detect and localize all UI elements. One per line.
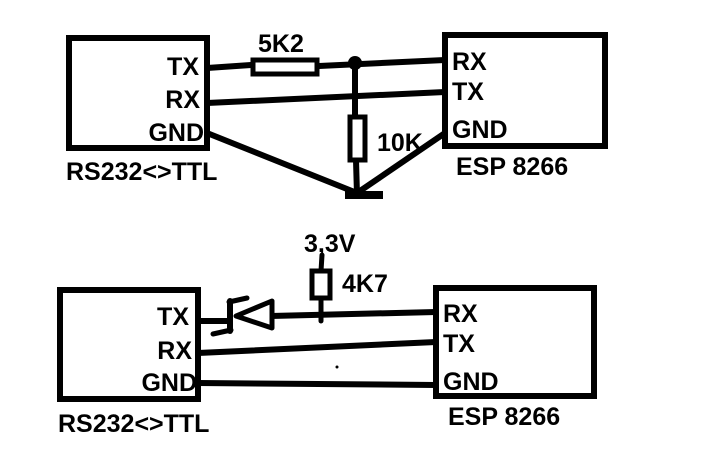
top-left-gnd-wire (204, 130, 360, 196)
top-series-resistor-body (250, 57, 320, 77)
top-esp-pin-gnd-label: GND (452, 116, 508, 144)
bottom-zener-diode (210, 295, 275, 337)
top-right-gnd-wire (354, 130, 448, 196)
top-esp-module-label: ESP 8266 (456, 153, 568, 181)
top-rs232-pin-tx-label: TX (167, 53, 199, 81)
bottom-gnd-wire (195, 380, 439, 388)
top-rs232-module-label: RS232<>TTL (66, 158, 217, 186)
top-rs232-pin-gnd-label: GND (148, 119, 204, 147)
bottom-esp-pin-gnd-label: GND (443, 368, 499, 396)
zener-anode-triangle (233, 298, 275, 331)
zener-cathode-bottom-hook (210, 327, 234, 337)
bottom-rs232-box (57, 287, 201, 402)
bottom-circuit: TX RX GND RS232<>TTL RX TX GND ESP 8266 … (57, 230, 597, 438)
top-tx-wire-right (316, 57, 448, 69)
bottom-esp-pin-rx-label: RX (443, 300, 478, 328)
ink-speck (335, 365, 339, 369)
top-tx-wire-left (204, 62, 254, 71)
bottom-supply-voltage-label: 3,3V (304, 230, 356, 258)
bottom-rs232-pin-tx-label: TX (157, 303, 189, 331)
top-esp-box (442, 32, 608, 149)
top-rs232-pin-rx-label: RX (165, 86, 200, 114)
top-esp-pin-rx-label: RX (452, 48, 487, 76)
bottom-esp-box (433, 285, 597, 399)
bottom-rx-wire (195, 339, 439, 356)
top-rx-wire (204, 89, 448, 106)
top-junction-dot (348, 56, 362, 70)
top-rs232-box (66, 35, 210, 151)
bottom-rs232-pin-rx-label: RX (157, 337, 192, 365)
zener-cathode-top-hook (226, 295, 250, 305)
bottom-esp-pin-tx-label: TX (443, 330, 475, 358)
bottom-supply-lead (318, 252, 325, 274)
bottom-pullup-resistor-body (309, 268, 333, 301)
bottom-rs232-pin-gnd-label: GND (141, 369, 197, 397)
bottom-pullup-resistor-value-label: 4K7 (342, 270, 388, 298)
top-esp-pin-tx-label: TX (452, 78, 484, 106)
bottom-rs232-module-label: RS232<>TTL (58, 410, 209, 438)
bottom-diode-rx-wire (268, 309, 439, 319)
top-pulldown-resistor-body (347, 114, 368, 163)
top-resistor-ground-wire (353, 157, 360, 198)
top-pulldown-resistor-value-label: 10K (377, 129, 423, 157)
top-circuit: TX RX GND RS232<>TTL RX TX GND ESP 8266 … (66, 30, 608, 199)
top-series-resistor-value-label: 5K2 (258, 30, 304, 58)
bottom-esp-module-label: ESP 8266 (448, 403, 560, 431)
